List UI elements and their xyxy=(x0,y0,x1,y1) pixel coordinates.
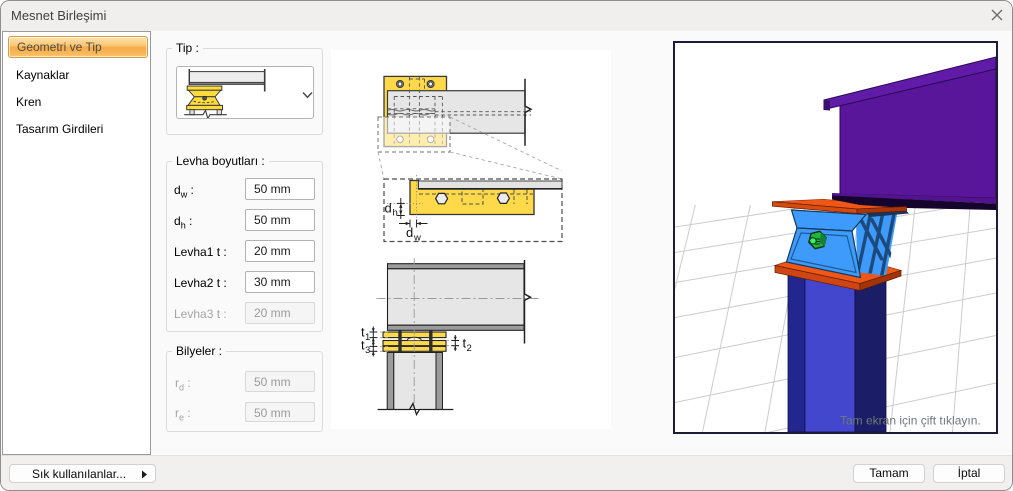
svg-text:d: d xyxy=(406,225,413,240)
svg-text:t: t xyxy=(463,336,467,351)
svg-text:2: 2 xyxy=(467,343,472,354)
svg-text:w: w xyxy=(413,233,421,244)
svg-text:t: t xyxy=(361,325,365,340)
svg-text:1: 1 xyxy=(365,332,370,343)
svg-text:d: d xyxy=(385,200,392,215)
svg-text:3: 3 xyxy=(365,345,370,356)
svg-text:Tam ekran için çift tıklayın.: Tam ekran için çift tıklayın. xyxy=(840,414,981,428)
svg-text:h: h xyxy=(393,207,398,218)
svg-text:t: t xyxy=(361,338,365,353)
